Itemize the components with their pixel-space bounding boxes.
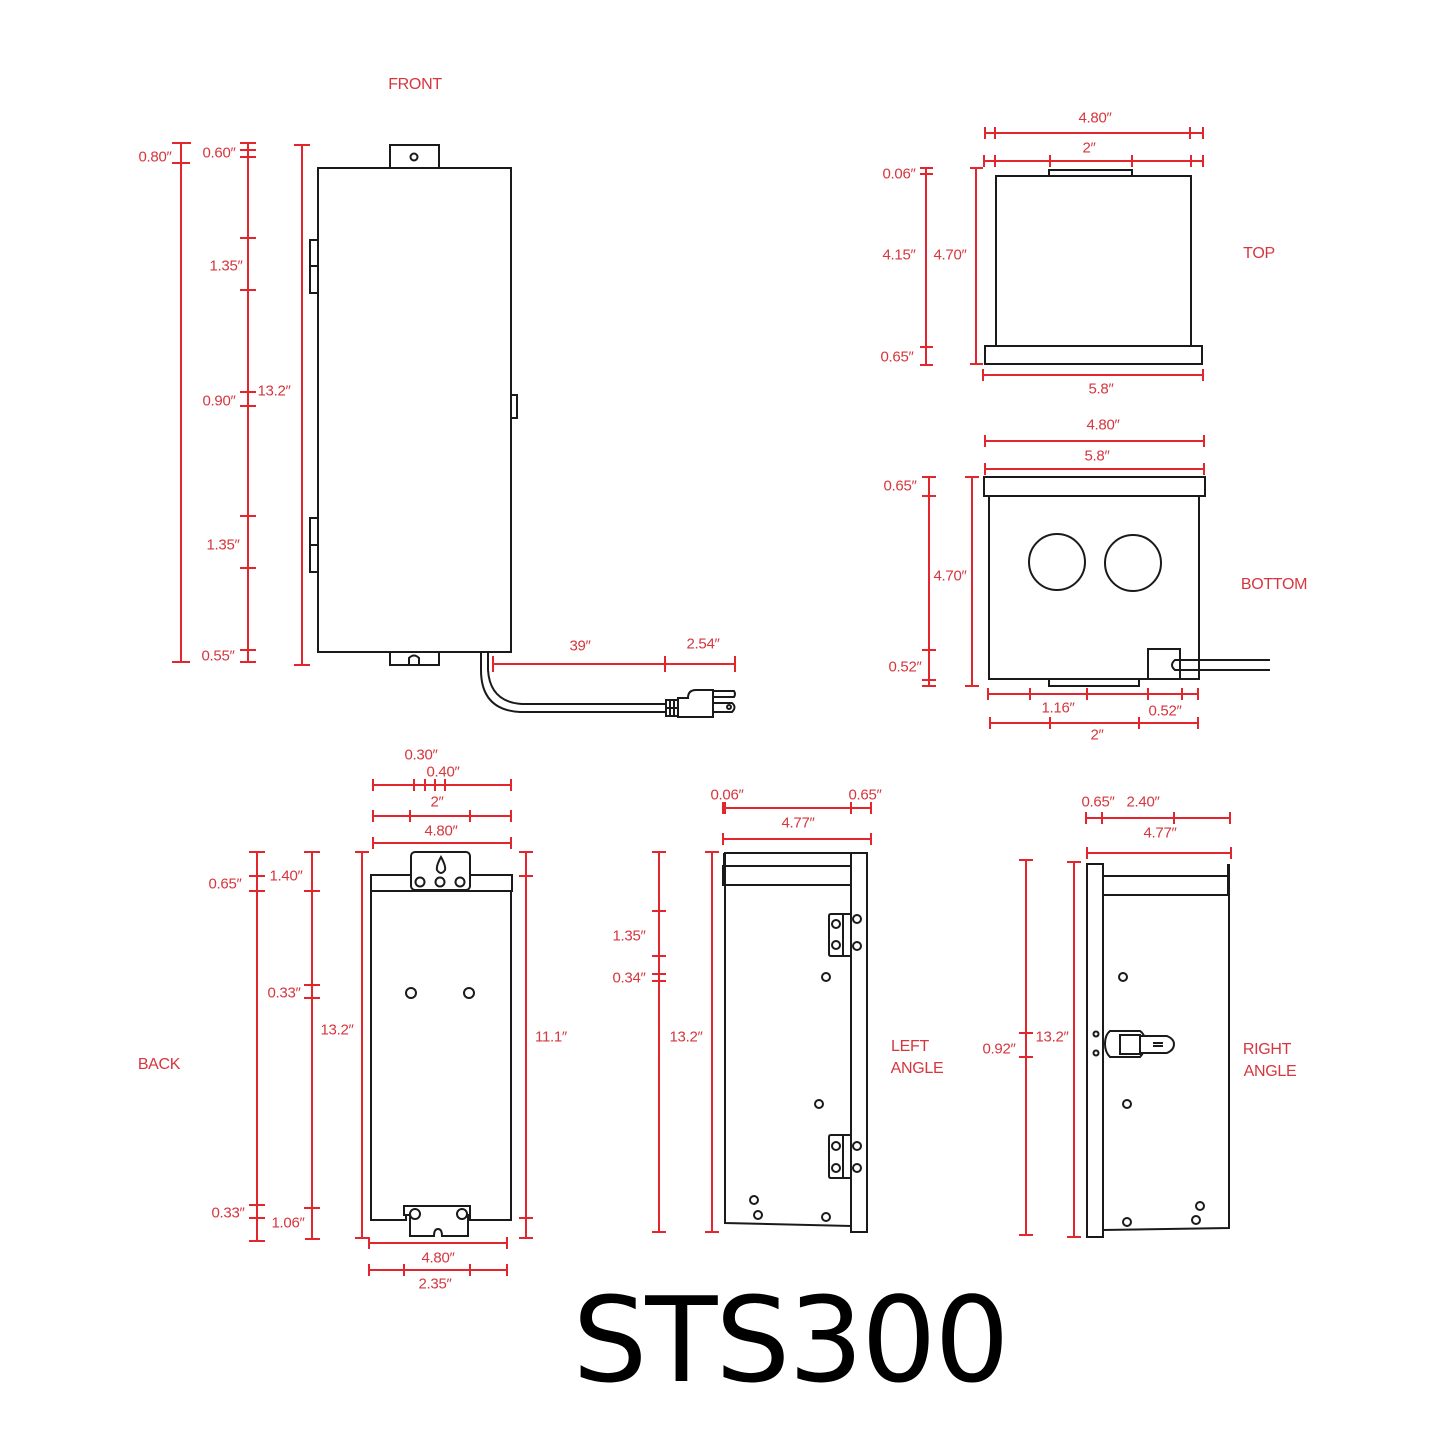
left-angle-view [652, 802, 872, 1233]
top-dim-tab-height: 0.06″ [882, 165, 916, 183]
back-dim-bottom-gap: 0.33″ [211, 1204, 245, 1222]
right-dim-depth: 4.77″ [1143, 824, 1177, 842]
front-view-label: FRONT [388, 76, 442, 93]
top-dim-lid-width: 5.8″ [1088, 380, 1114, 398]
back-dim-tab-width: 2″ [430, 793, 444, 811]
front-dim-plug: 2.54″ [686, 635, 720, 653]
back-dim-lid: 0.65″ [208, 875, 242, 893]
top-view-label: TOP [1243, 245, 1275, 262]
latch-icon [1103, 1030, 1176, 1058]
back-dim-height: 13.2″ [320, 1021, 354, 1039]
front-dim-bottom: 0.55″ [201, 647, 235, 665]
front-dim-hinge-bottom: 1.35″ [206, 536, 240, 554]
right-angle-label-line1: RIGHT [1242, 1041, 1292, 1058]
back-dim-tab-hole-offset: 0.30″ [404, 746, 438, 764]
back-dim-tab-top: 1.40″ [269, 867, 303, 885]
front-dim-height: 13.2″ [257, 382, 291, 400]
model-title: STS300 [572, 1271, 1009, 1409]
back-dim-tab-bottom: 1.06″ [271, 1214, 305, 1232]
top-view [920, 127, 1204, 381]
bottom-view-label: BOTTOM [1240, 576, 1308, 593]
back-dim-width-bottom: 4.80″ [421, 1249, 455, 1267]
top-dim-width-outer: 4.80″ [1078, 109, 1112, 127]
back-dim-tab-hole-spacing: 0.40″ [426, 763, 460, 781]
bottom-dim-tab-width: 2″ [1090, 726, 1104, 744]
front-view [172, 142, 736, 718]
back-dim-width-top: 4.80″ [424, 822, 458, 840]
bottom-view [922, 435, 1270, 729]
right-dim-latch: 0.92″ [982, 1040, 1016, 1058]
right-angle-label-line2: ANGLE [1243, 1063, 1297, 1080]
bottom-dim-lid-width: 5.8″ [1084, 447, 1110, 465]
left-dim-lid: 0.65″ [848, 786, 882, 804]
back-dim-body-height: 11.1″ [535, 1028, 567, 1046]
front-dim-latch: 0.90″ [202, 392, 236, 410]
top-dim-lid: 0.65″ [880, 348, 914, 366]
bottom-dim-lid: 0.65″ [883, 477, 917, 495]
left-dim-hinge-gap: 0.34″ [612, 969, 646, 987]
right-angle-view [1019, 812, 1232, 1238]
front-dim-cord: 39″ [569, 637, 591, 655]
back-dim-hole-gap: 0.33″ [267, 984, 301, 1002]
right-dim-latch-offset: 2.40″ [1126, 793, 1160, 811]
left-dim-hinge-top: 1.35″ [612, 927, 646, 945]
bottom-dim-cord-offset: 0.52″ [1148, 702, 1182, 720]
plug-icon [665, 689, 736, 718]
bottom-dim-bottom-gap: 0.52″ [888, 658, 922, 676]
bottom-dim-depth: 4.70″ [933, 567, 967, 585]
top-dim-tab-width: 2″ [1082, 139, 1096, 157]
left-angle-label-line1: LEFT [891, 1038, 929, 1055]
left-dim-height: 13.2″ [669, 1028, 703, 1046]
front-dim-top-gap: 0.60″ [202, 144, 236, 162]
left-angle-label-line2: ANGLE [890, 1060, 944, 1077]
back-view-label: BACK [137, 1056, 181, 1073]
left-dim-depth: 4.77″ [781, 814, 815, 832]
right-dim-height: 13.2″ [1035, 1028, 1069, 1046]
front-dim-hinge-top: 1.35″ [209, 257, 243, 275]
front-dim-top-tab: 0.80″ [138, 148, 172, 166]
left-dim-front-lip: 0.06″ [710, 786, 744, 804]
top-dim-depth: 4.70″ [933, 246, 967, 264]
top-dim-body: 4.15″ [882, 246, 916, 264]
right-dim-lid: 0.65″ [1081, 793, 1115, 811]
bottom-dim-hole-offset: 1.16″ [1041, 699, 1075, 717]
bottom-dim-width: 4.80″ [1086, 416, 1120, 434]
back-view [249, 779, 533, 1276]
back-dim-bottom-tab-width: 2.35″ [418, 1275, 452, 1293]
